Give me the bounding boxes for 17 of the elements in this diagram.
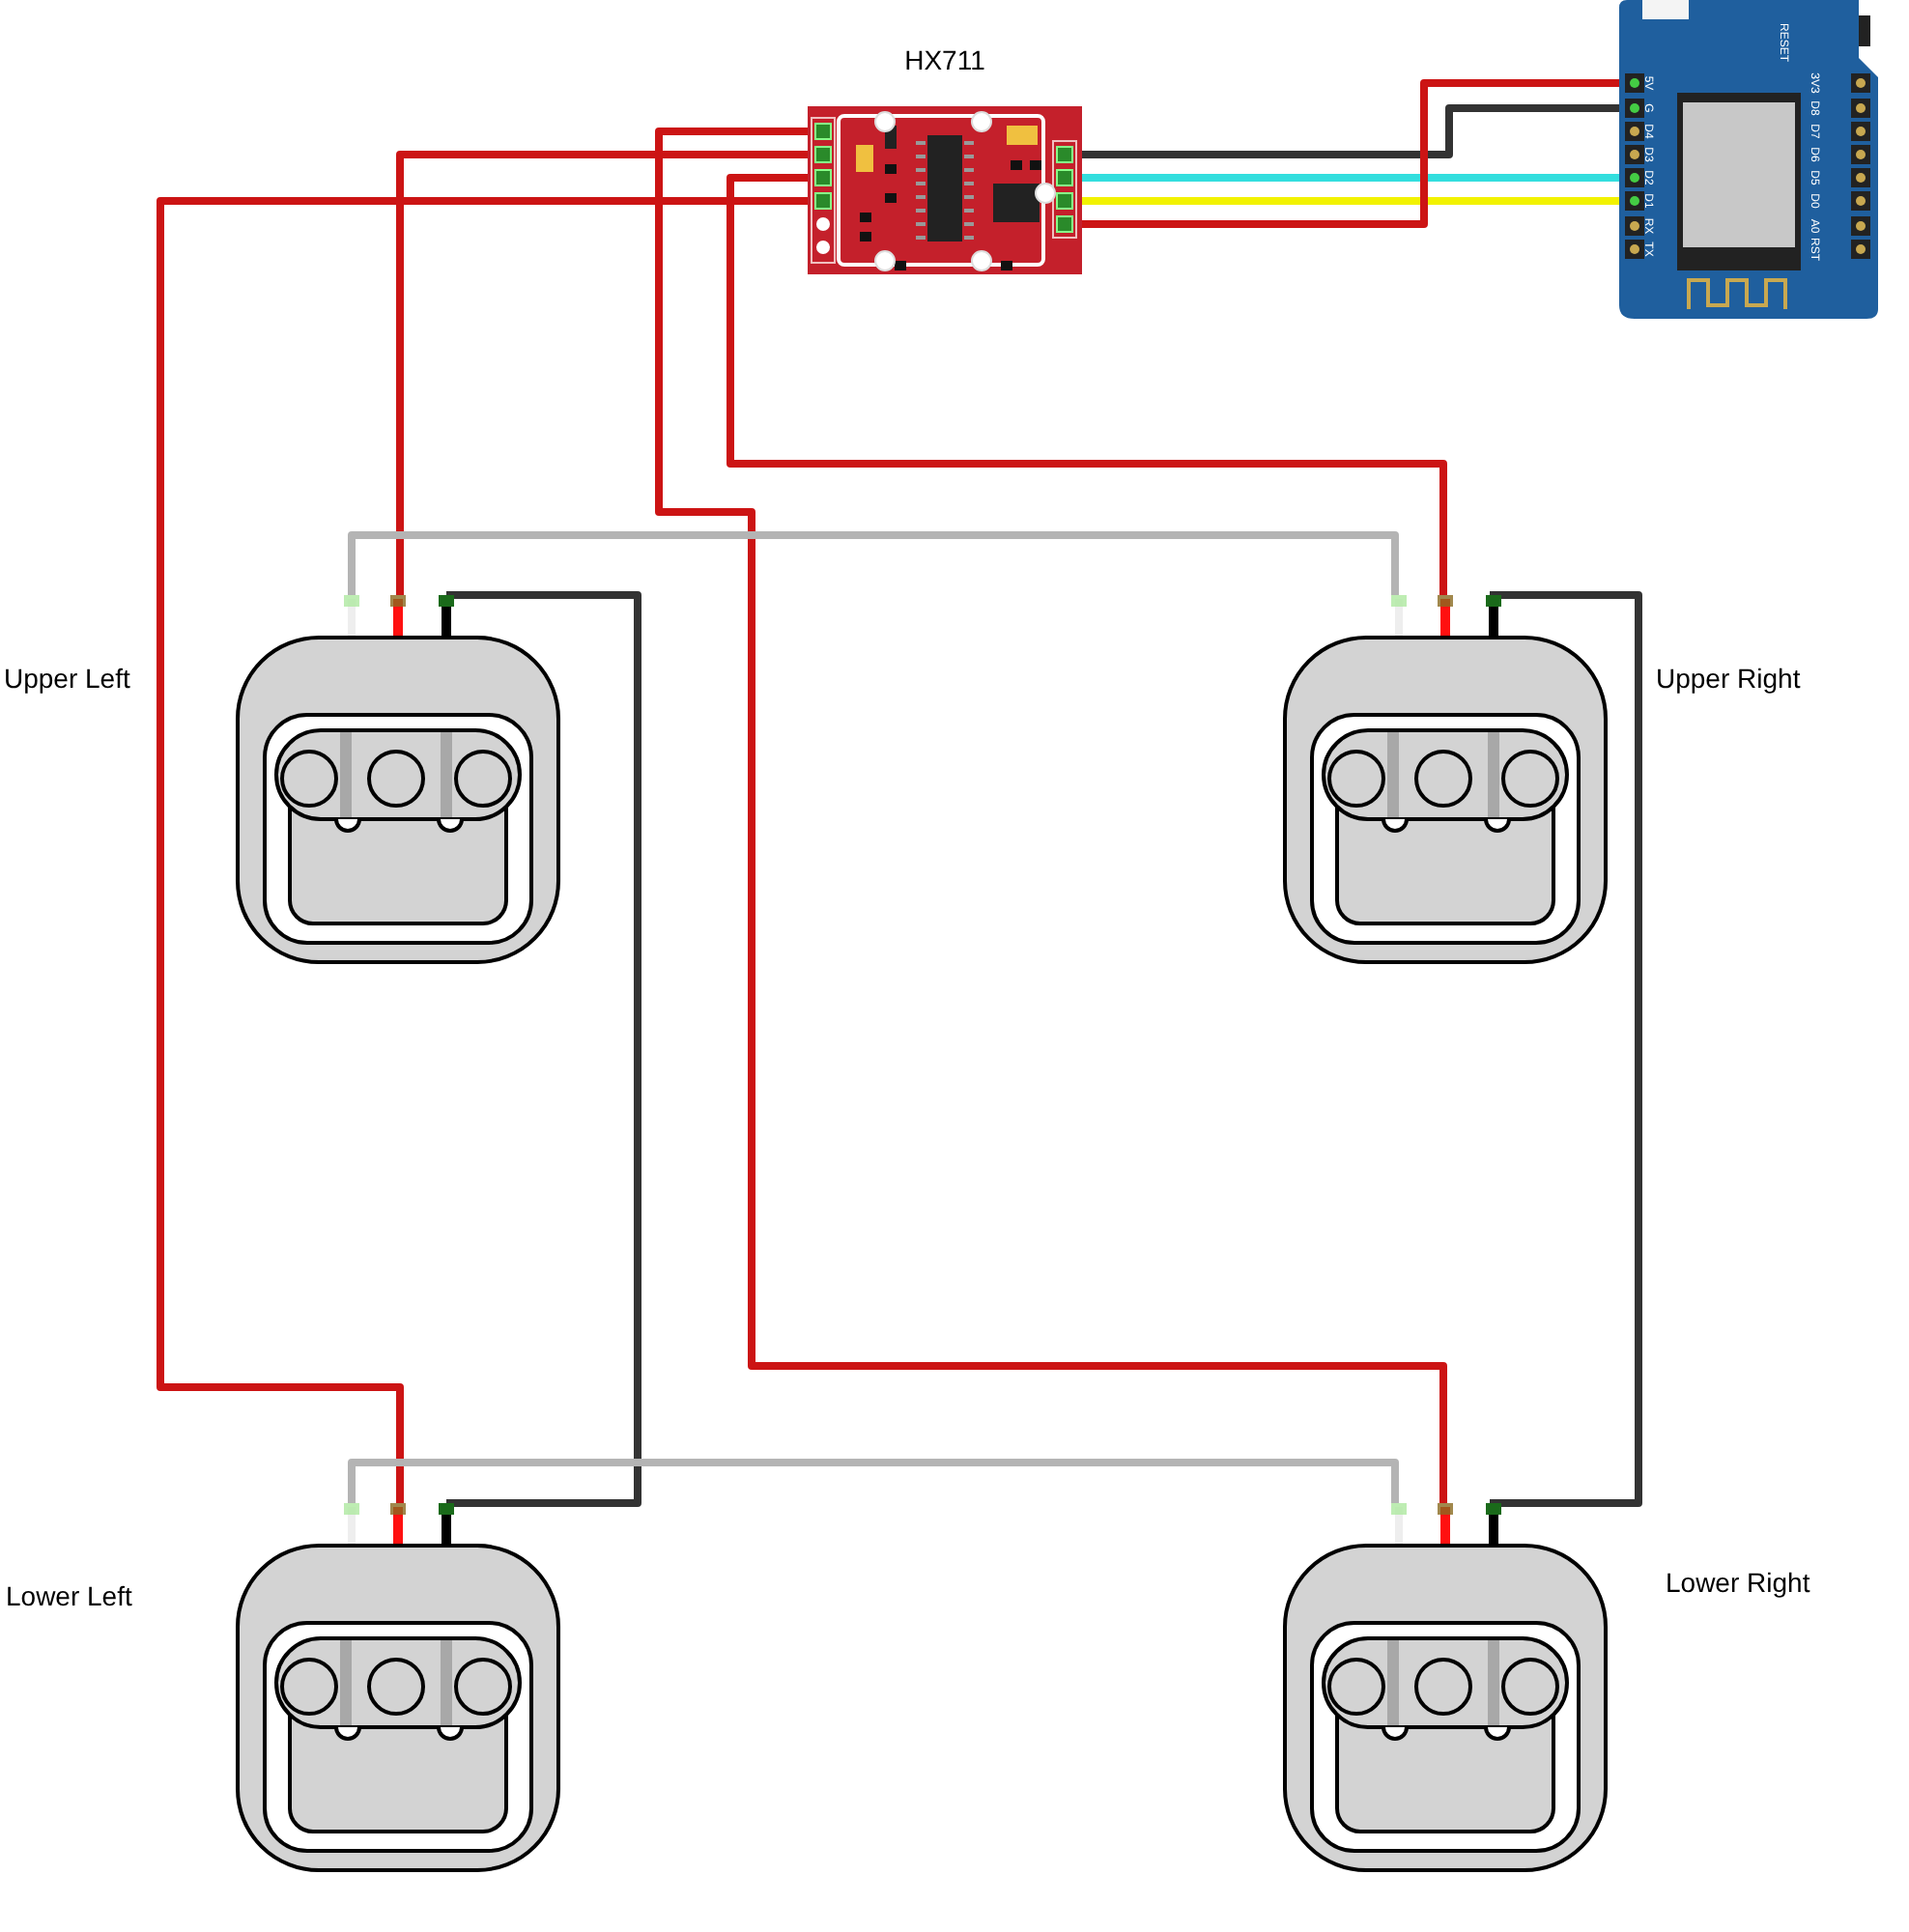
wire bbox=[1490, 591, 1642, 1507]
part-label: Upper Left bbox=[4, 663, 130, 694]
wire bbox=[396, 151, 808, 595]
wire bbox=[1082, 174, 1619, 182]
module-label: HX711 bbox=[902, 43, 987, 77]
wire bbox=[1082, 79, 1619, 228]
wire bbox=[1082, 104, 1619, 158]
wire bbox=[348, 1459, 1399, 1503]
part-label: Upper Right bbox=[1656, 663, 1801, 694]
part-label: Lower Right bbox=[1666, 1567, 1810, 1598]
wire bbox=[1082, 197, 1619, 205]
wire bbox=[727, 174, 1447, 595]
wire bbox=[348, 531, 1399, 595]
part-label: Lower Left bbox=[6, 1580, 132, 1611]
wire bbox=[157, 197, 808, 1503]
wire bbox=[446, 591, 641, 1507]
wire bbox=[655, 128, 1447, 1503]
